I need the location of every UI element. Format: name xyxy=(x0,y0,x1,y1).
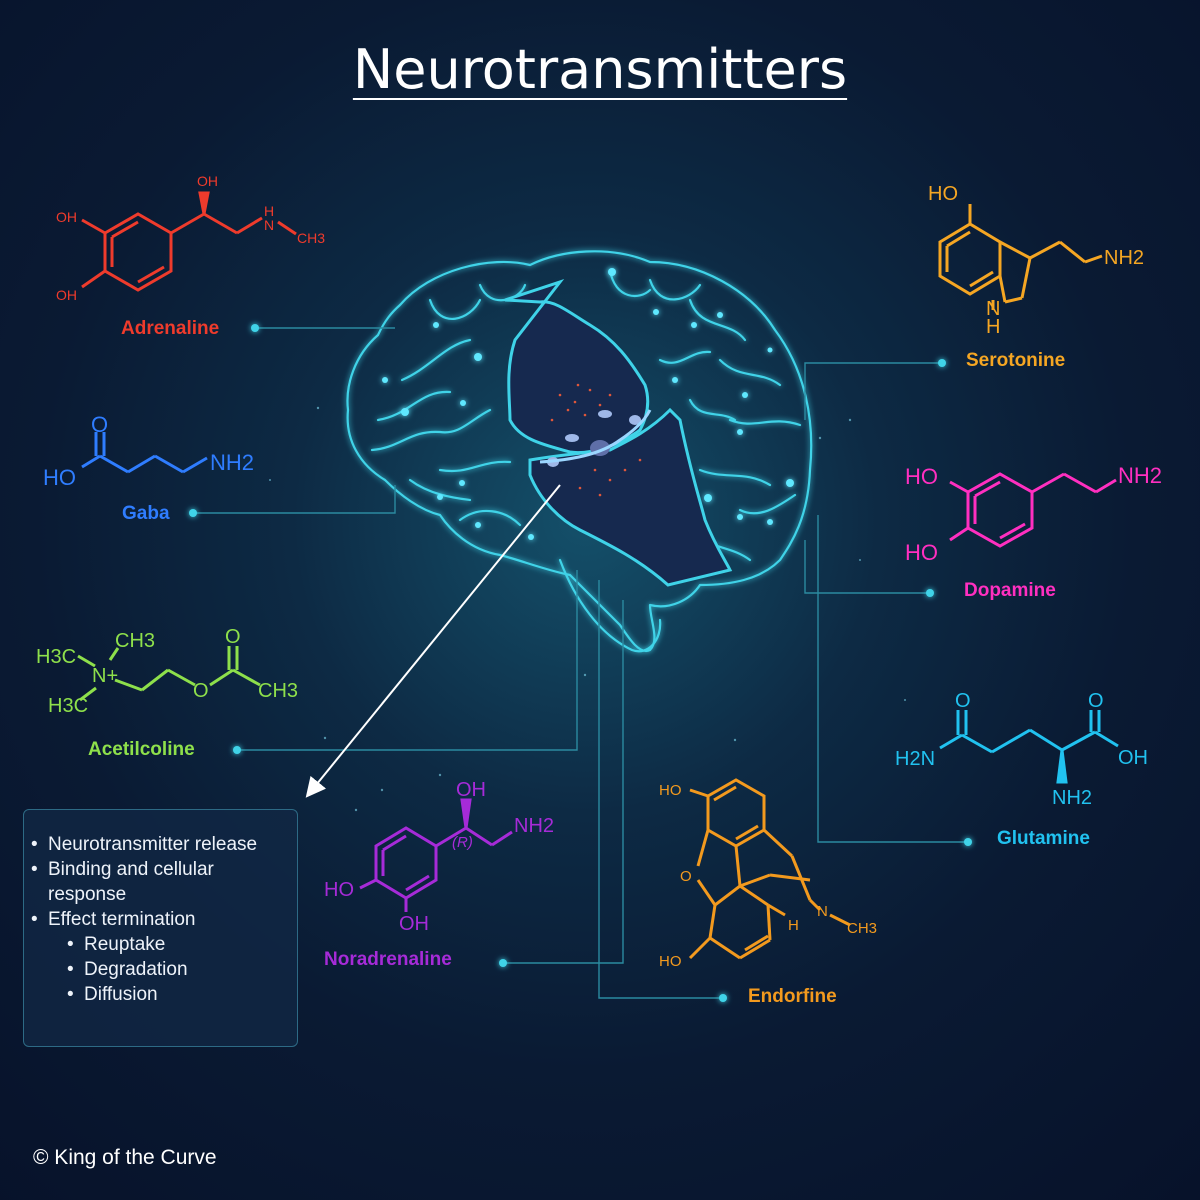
page-title: Neurotransmitters xyxy=(352,38,848,101)
list-item: Diffusion xyxy=(67,982,289,1007)
svg-text:NH2: NH2 xyxy=(210,450,254,475)
svg-text:CH3: CH3 xyxy=(258,680,298,702)
svg-text:HO: HO xyxy=(43,465,76,490)
list-item: Neurotransmitter release xyxy=(31,832,289,857)
svg-text:HO: HO xyxy=(905,464,938,489)
svg-text:HO: HO xyxy=(905,540,938,565)
label-serotonine: Serotonine xyxy=(966,350,1066,371)
list-item: Reuptake xyxy=(67,932,289,957)
svg-text:O: O xyxy=(955,690,971,712)
svg-text:O: O xyxy=(680,868,692,885)
pointer-arrow xyxy=(305,484,561,798)
noradrenaline-structure xyxy=(359,798,513,912)
connector-dots xyxy=(189,324,972,1002)
dopamine-structure xyxy=(949,472,1117,548)
connector-lines xyxy=(193,327,968,999)
label-glutamine: Glutamine xyxy=(997,828,1090,849)
svg-text:OH: OH xyxy=(56,287,77,303)
svg-text:H: H xyxy=(264,203,274,219)
endorfine-atoms: HO O HO N H CH3 xyxy=(659,782,877,970)
label-acetilcoline: Acetilcoline xyxy=(88,739,195,760)
svg-text:CH3: CH3 xyxy=(847,920,877,937)
glutamine-atoms: O O H2N OH NH2 xyxy=(895,690,1148,809)
cerebellum-outline xyxy=(558,558,662,653)
termination-sublist: Reuptake Degradation Diffusion xyxy=(48,932,289,1007)
svg-text:N: N xyxy=(264,217,274,233)
svg-text:HO: HO xyxy=(324,879,354,901)
svg-text:NH2: NH2 xyxy=(1052,787,1092,809)
label-dopamine: Dopamine xyxy=(964,580,1056,601)
svg-text:H2N: H2N xyxy=(895,748,935,770)
svg-text:CH3: CH3 xyxy=(115,630,155,652)
brain-nodes xyxy=(382,268,794,540)
svg-text:O: O xyxy=(193,680,209,702)
label-noradrenaline: Noradrenaline xyxy=(324,949,452,970)
svg-text:H3C: H3C xyxy=(48,695,88,717)
svg-text:OH: OH xyxy=(456,779,486,801)
list-item: Effect termination xyxy=(31,907,289,932)
svg-text:N: N xyxy=(986,298,1000,320)
process-list: Neurotransmitter release Binding and cel… xyxy=(31,832,289,932)
label-gaba: Gaba xyxy=(122,503,170,524)
svg-text:N: N xyxy=(817,903,828,920)
svg-text:(R): (R) xyxy=(452,834,473,851)
svg-text:OH: OH xyxy=(56,209,77,225)
glutamine-structure xyxy=(939,710,1119,784)
gaba-structure xyxy=(81,432,208,474)
svg-text:O: O xyxy=(225,626,241,648)
noradrenaline-atoms: OH (R) NH2 HO OH xyxy=(324,779,554,935)
brain-outline xyxy=(346,250,813,653)
brain-illustration xyxy=(346,250,813,653)
svg-text:H: H xyxy=(986,316,1000,338)
background-dots xyxy=(269,406,906,812)
svg-text:H: H xyxy=(788,917,799,934)
copyright-notice: © King of the Curve xyxy=(33,1146,217,1169)
svg-text:OH: OH xyxy=(1118,747,1148,769)
dopamine-atoms: HO HO NH2 xyxy=(905,463,1162,565)
list-item: Binding and cellular response xyxy=(31,857,289,907)
svg-text:N+: N+ xyxy=(92,665,118,687)
svg-text:NH2: NH2 xyxy=(1104,247,1144,269)
svg-text:NH2: NH2 xyxy=(514,815,554,837)
serotonine-atoms: HO NH2 N H xyxy=(928,183,1144,338)
gaba-atoms: O HO NH2 xyxy=(43,412,254,490)
adrenaline-atoms: OH OH OH H N CH3 xyxy=(56,173,325,303)
process-info-box: Neurotransmitter release Binding and cel… xyxy=(23,809,298,1047)
list-item: Degradation xyxy=(67,957,289,982)
label-endorfine: Endorfine xyxy=(748,986,837,1007)
svg-text:O: O xyxy=(1088,690,1104,712)
synapse-illustration xyxy=(504,279,733,587)
svg-text:OH: OH xyxy=(197,173,218,189)
acetilcoline-atoms: H3C CH3 N+ H3C O O CH3 xyxy=(36,626,298,717)
svg-text:O: O xyxy=(91,412,108,437)
svg-text:H3C: H3C xyxy=(36,646,76,668)
adrenaline-structure xyxy=(81,191,297,292)
svg-text:HO: HO xyxy=(928,183,958,205)
svg-text:HO: HO xyxy=(659,782,682,799)
svg-text:CH3: CH3 xyxy=(297,230,325,246)
acetilcoline-structure xyxy=(77,646,261,702)
svg-text:OH: OH xyxy=(399,913,429,935)
serotonine-structure xyxy=(938,204,1103,310)
label-adrenaline: Adrenaline xyxy=(121,318,220,339)
svg-text:NH2: NH2 xyxy=(1118,463,1162,488)
endorfine-structure xyxy=(688,778,851,960)
svg-text:HO: HO xyxy=(659,953,682,970)
